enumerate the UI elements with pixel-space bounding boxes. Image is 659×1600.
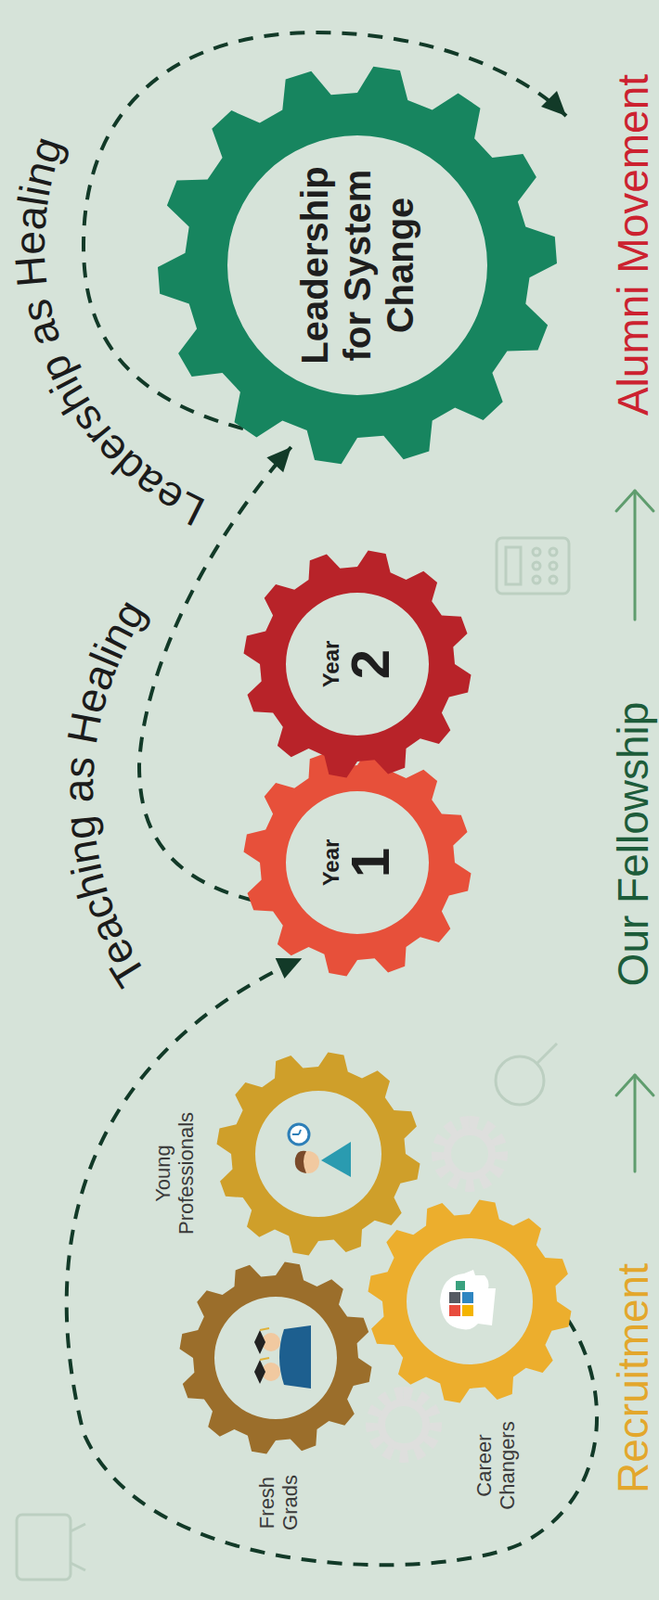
gear-shape — [367, 1200, 572, 1405]
gear-node: Leadership for System Change — [157, 65, 557, 466]
gear-center: Year2 — [243, 550, 472, 779]
dashed-connector — [66, 958, 597, 1566]
gear-caption: Young Professionals — [151, 1112, 199, 1236]
gear-outline — [157, 66, 557, 466]
arc-heading: Teaching as Healing — [53, 591, 156, 996]
gear-center: Year1 — [243, 749, 472, 978]
puzzle-head-icon — [439, 1270, 496, 1331]
year-number: 2 — [344, 649, 396, 680]
gear-outline — [244, 749, 472, 978]
arrowhead — [266, 447, 291, 473]
stage-label: Our Fellowship — [611, 702, 655, 988]
arrowhead — [275, 958, 303, 980]
professional-icon — [288, 1124, 351, 1178]
gear-outline — [368, 1201, 572, 1405]
gear-outline — [180, 1263, 373, 1456]
gear-node: Young Professionals — [216, 1052, 421, 1257]
gear-node: Year1 — [243, 749, 472, 978]
gear-title: Leadership for System Change — [293, 155, 422, 376]
gear-caption: Fresh Grads — [255, 1475, 303, 1532]
gear-node: Fresh Grads — [179, 1262, 373, 1456]
arrowhead — [541, 90, 567, 117]
gear-node: Year2 — [243, 550, 472, 779]
year-word: Year — [319, 641, 344, 689]
year-number: 1 — [344, 848, 396, 879]
stage-label: Alumni Movement — [611, 74, 655, 416]
gear-shape — [216, 1052, 421, 1257]
gear-caption: Career Changers — [472, 1421, 520, 1511]
stage-label: Recruitment — [611, 1264, 655, 1495]
gear-center: Leadership for System Change — [157, 65, 557, 466]
graduates-icon — [254, 1326, 311, 1390]
gear-shape — [179, 1262, 373, 1456]
year-word: Year — [319, 839, 344, 888]
background-doodles — [16, 538, 569, 1581]
arc-heading-text: Teaching as Healing — [53, 591, 156, 996]
gear-outline — [217, 1053, 421, 1257]
gear-node: Career Changers — [367, 1200, 572, 1405]
gear-outline — [244, 551, 472, 779]
